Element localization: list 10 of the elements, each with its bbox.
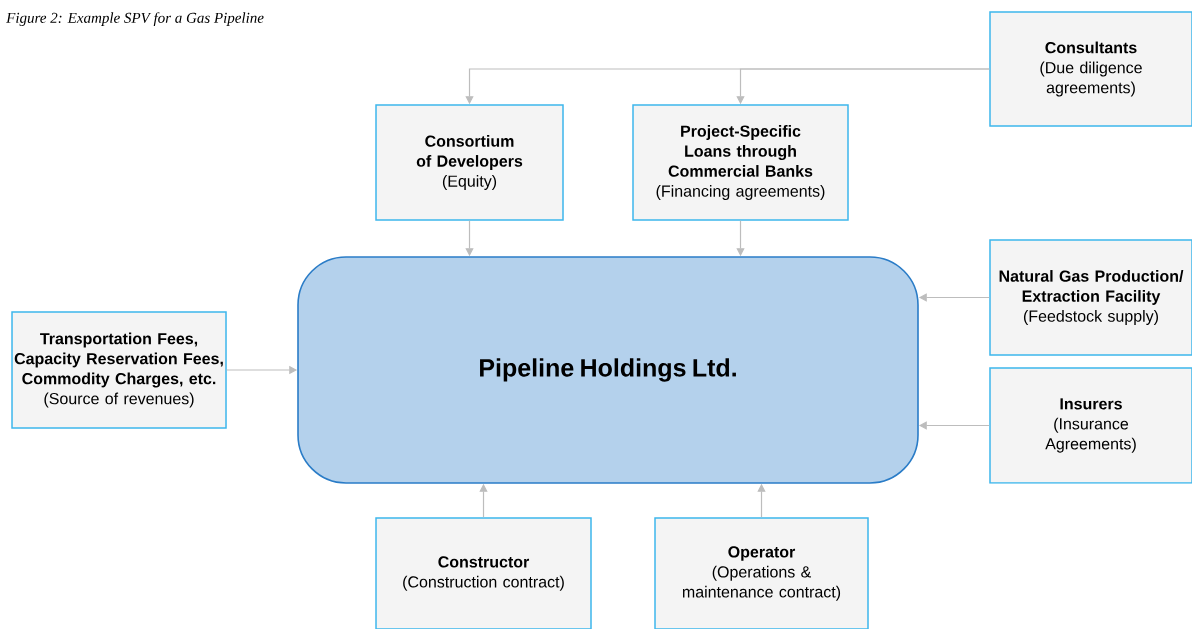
- party-box: Insurers (Insurance Agreements): [989, 367, 1192, 484]
- figure-title: Figure 2: Example SPV for a Gas Pipeline: [6, 12, 264, 26]
- party-box: Consultants (Due diligence agreements): [989, 11, 1192, 127]
- party-box: Project-Specific Loans through Commercial Banks (Financing agreements): [632, 104, 849, 221]
- party-box: Operator (Operations & maintenance contract): [654, 517, 869, 629]
- party-box: Natural Gas Production/ Extraction Facility (Feedstock supply): [989, 239, 1192, 356]
- party-box: Transportation Fees, Capacity Reservation Fees, Commodity Charges, etc. (Source of revenues): [11, 311, 227, 429]
- party-box: Consortium of Developers (Equity): [375, 104, 564, 221]
- party-box: Constructor (Construction contract): [375, 517, 592, 629]
- main-entity-box: Pipeline Holdings Ltd.: [297, 256, 919, 484]
